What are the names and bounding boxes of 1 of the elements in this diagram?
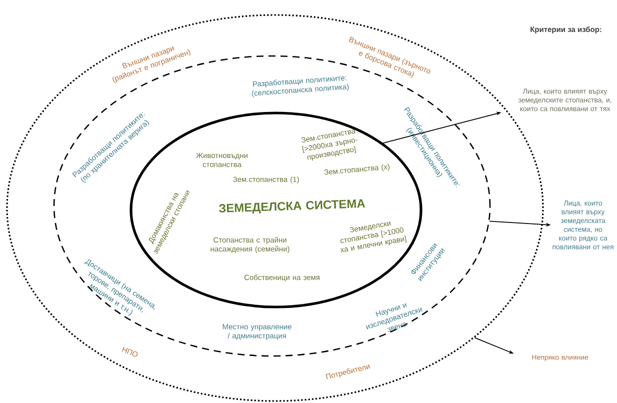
system-title: ЗЕМЕДЕЛСКА СИСТЕМА: [218, 199, 366, 214]
